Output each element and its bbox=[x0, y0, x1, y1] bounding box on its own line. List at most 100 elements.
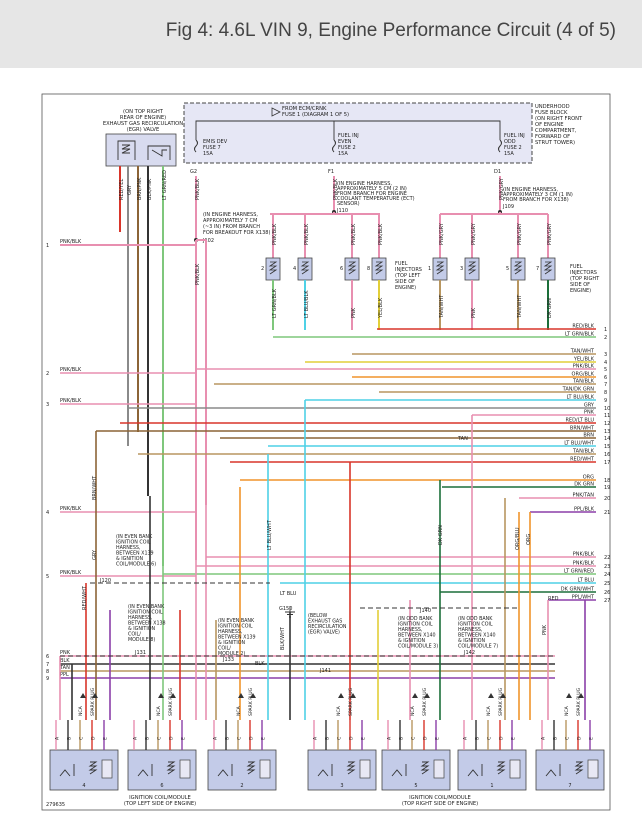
injector-bottom-wire: TAN/WHT bbox=[439, 294, 445, 319]
coil-number: 4 bbox=[82, 783, 85, 789]
note-odd-1-line-3: HARNESS, bbox=[398, 627, 423, 633]
fuse-block: UNDERHOOD FUSE BLOCK (ON RIGHT FRONT OF … bbox=[183, 102, 583, 175]
mid-label-red-wht: RED/WHT bbox=[82, 585, 88, 610]
injector-number: 8 bbox=[367, 266, 370, 272]
coil-pin-label: E bbox=[511, 737, 517, 740]
fuse-odd-line-1: FUEL INJ bbox=[504, 133, 525, 139]
mid-label-lt-blu-wht: LT BLU/WHT bbox=[267, 519, 273, 550]
injector-number: 1 bbox=[428, 266, 431, 272]
egr-sensor-icon bbox=[147, 145, 171, 160]
note-ground-line-4: (EGR) VALVE) bbox=[308, 630, 340, 636]
injector-number: 3 bbox=[460, 266, 463, 272]
mid-label-blk-wht: BLK/WHT bbox=[280, 626, 286, 650]
right-circuit-number: 1 bbox=[604, 327, 607, 333]
injector-coil-icon bbox=[435, 261, 445, 275]
right-circuit-number: 11 bbox=[604, 413, 610, 419]
egr-label-1: (ON TOP RIGHT bbox=[123, 109, 164, 115]
splice-j110: (IN ENGINE HARNESS, APPROXIMATELY 5 CM (… bbox=[332, 181, 415, 214]
note-odd-2-line-6: COIL/MODULE 7) bbox=[458, 644, 498, 650]
right-circuit-wire: TAN/BLK bbox=[572, 449, 595, 455]
injector-bottom-wire: LT BLU/BLK bbox=[304, 290, 310, 318]
coil-pin-label: D bbox=[577, 736, 583, 740]
right-circuit-number: 22 bbox=[604, 555, 610, 561]
coil-pin-label: D bbox=[249, 736, 255, 740]
mid-label-lt-blu: LT BLU bbox=[280, 591, 297, 597]
right-circuit-number: 19 bbox=[604, 485, 610, 491]
right-circuit-number: 12 bbox=[604, 421, 610, 427]
note-even-top-line-1: (IN EVEN BANK bbox=[116, 534, 153, 540]
right-circuit-wire: YEL/BLK bbox=[573, 357, 595, 363]
right-circuit-wire: PNK bbox=[584, 410, 595, 416]
j110-note-5: SENSOR) bbox=[337, 201, 360, 207]
coil-tag-spark: SPARK PLUG bbox=[576, 687, 582, 716]
coil-number: 7 bbox=[568, 783, 571, 789]
left-circuit-wire: PNK/BLK bbox=[60, 239, 82, 245]
coil-pin-label: A bbox=[387, 736, 393, 740]
fuse-block-label-4: OF ENGINE bbox=[535, 122, 564, 128]
spark-plug-icon bbox=[101, 759, 113, 779]
note-ground-line-2: EXHAUST GAS bbox=[308, 619, 342, 625]
left-circuit-wire: PNK/BLK bbox=[60, 506, 82, 512]
injector-coil-icon bbox=[268, 261, 278, 275]
right-circuit-number: 9 bbox=[604, 398, 607, 404]
connector-j141: J141 bbox=[319, 668, 331, 674]
inj-left-label-1: FUEL bbox=[395, 261, 408, 267]
coil-vertical-wires bbox=[59, 400, 586, 720]
fuel-injectors-right: PNK/GRY1TAN/WHTPNK/GRY3PNKPNK/GRY5TAN/WH… bbox=[428, 214, 556, 330]
right-circuit-number: 17 bbox=[604, 460, 610, 466]
injector-coil-icon bbox=[543, 261, 553, 275]
fuse-2-even-icon bbox=[332, 139, 336, 153]
right-circuit-wire: LT GRN/BLK bbox=[565, 332, 595, 338]
inj-right-label-4: SIDE OF bbox=[570, 282, 590, 288]
mid-label-org: ORG bbox=[526, 534, 532, 545]
fuse-odd-line-4: 15A bbox=[504, 151, 514, 157]
injector-top-wire: PNK/GRY bbox=[517, 222, 523, 245]
coil-pin-label: B bbox=[553, 737, 559, 740]
note-odd-2-line-2: IGNITION COIL bbox=[458, 622, 493, 628]
coil-pin-label: B bbox=[399, 737, 405, 740]
left-circuit-wire: PNK/BLK bbox=[60, 398, 82, 404]
coil-pin-label: C bbox=[487, 737, 493, 740]
note-even-top-line-2: IGNITION COIL bbox=[116, 540, 151, 546]
mid-label-org-blu: ORG/BLU bbox=[515, 527, 521, 550]
fuse-block-label-6: FORWARD OF bbox=[535, 134, 570, 140]
injector-top-wire: PNK/GRY bbox=[439, 222, 445, 245]
figure-id: 279635 bbox=[46, 802, 65, 808]
left-circuit-number: 1 bbox=[46, 243, 49, 249]
injector-body bbox=[344, 257, 360, 281]
coil-tag-spark: SPARK PLUG bbox=[498, 687, 504, 716]
coil-tag-nca: NCA bbox=[410, 705, 416, 716]
egr-label-4: (EGR) VALVE bbox=[127, 127, 160, 133]
coil-number: 5 bbox=[414, 783, 417, 789]
left-circuit-wire: PPL bbox=[60, 672, 69, 678]
j110-note-3: FROM BRANCH FOR ENGINE bbox=[337, 191, 407, 197]
fuse-7-icon bbox=[194, 139, 198, 153]
note-even-bottom-line-4: BETWEEN X138 bbox=[128, 621, 166, 627]
coil-tag-nca: NCA bbox=[486, 705, 492, 716]
egr-wire-a: RED/YEL bbox=[119, 179, 125, 200]
spark-plug-icon bbox=[359, 759, 371, 779]
ground-g150: G150 bbox=[279, 606, 292, 612]
right-circuit-wire: PPL/WHT bbox=[572, 595, 595, 601]
coil-tag-nca: NCA bbox=[156, 705, 162, 716]
up-arrow-icon bbox=[92, 693, 98, 698]
j109-note-4: J109 bbox=[502, 204, 514, 210]
note-even-bottom-line-1: (IN EVEN BANK bbox=[128, 604, 165, 610]
note-even-mid-line-5: & IGNITION bbox=[218, 640, 246, 646]
coil-pin-label: E bbox=[435, 737, 441, 740]
injector-number: 5 bbox=[506, 266, 509, 272]
coil-pin-label: A bbox=[541, 736, 547, 740]
from-pcm-line-1: FROM ECM/CRNK bbox=[282, 106, 327, 112]
injector-top-wire: PNK/BLK bbox=[351, 223, 357, 245]
note-even-mid-line-2: IGNITION COIL bbox=[218, 624, 253, 630]
coil-pin-label: B bbox=[475, 737, 481, 740]
coil-circuit-icon bbox=[137, 761, 176, 777]
fuse-even-line-4: 15A bbox=[338, 151, 348, 157]
j102-note-5: J102 bbox=[202, 238, 214, 244]
right-circuit-wire: BRN/WHT bbox=[570, 426, 595, 432]
coil-tag-spark: SPARK PLUG bbox=[168, 687, 174, 716]
coil-number: 1 bbox=[490, 783, 493, 789]
note-odd-2-line-5: & IGNITION bbox=[458, 638, 486, 644]
right-circuit-number: 15 bbox=[604, 444, 610, 450]
